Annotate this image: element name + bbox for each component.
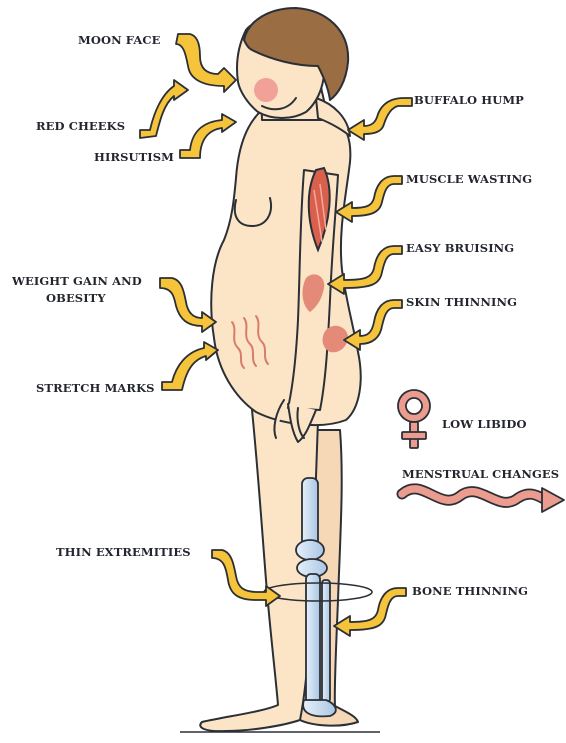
arrow-moon-face [176, 34, 236, 92]
label-skin-thinning: SKIN THINNING [406, 294, 517, 311]
arrow-buffalo-hump [348, 98, 412, 140]
label-hirsutism: HIRSUTISM [94, 149, 174, 166]
label-stretch-marks: STRETCH MARKS [36, 380, 155, 397]
arrow-hirsutism [180, 114, 236, 158]
label-weight-gain-line2: OBESITY [46, 290, 106, 307]
red-cheek [254, 78, 278, 102]
torso [211, 107, 360, 426]
wave-arrow-icon [402, 488, 564, 512]
label-muscle-wasting: MUSCLE WASTING [406, 171, 532, 188]
label-weight-gain-line1: WEIGHT GAIN AND [12, 273, 142, 290]
label-bone-thinning: BONE THINNING [412, 583, 528, 600]
label-buffalo-hump: BUFFALO HUMP [414, 92, 524, 109]
arrow-weight-gain [160, 278, 216, 332]
arrow-stretch-marks [162, 342, 218, 390]
venus-icon [398, 390, 430, 448]
label-easy-bruising: EASY BRUISING [406, 240, 514, 257]
arrow-red-cheeks [140, 80, 188, 138]
label-moon-face: MOON FACE [78, 32, 161, 49]
label-red-cheeks: RED CHEEKS [36, 118, 125, 135]
label-menstrual-changes: MENSTRUAL CHANGES [402, 466, 559, 483]
label-thin-extremities: THIN EXTREMITIES [56, 544, 191, 561]
label-low-libido: LOW LIBIDO [442, 416, 527, 433]
